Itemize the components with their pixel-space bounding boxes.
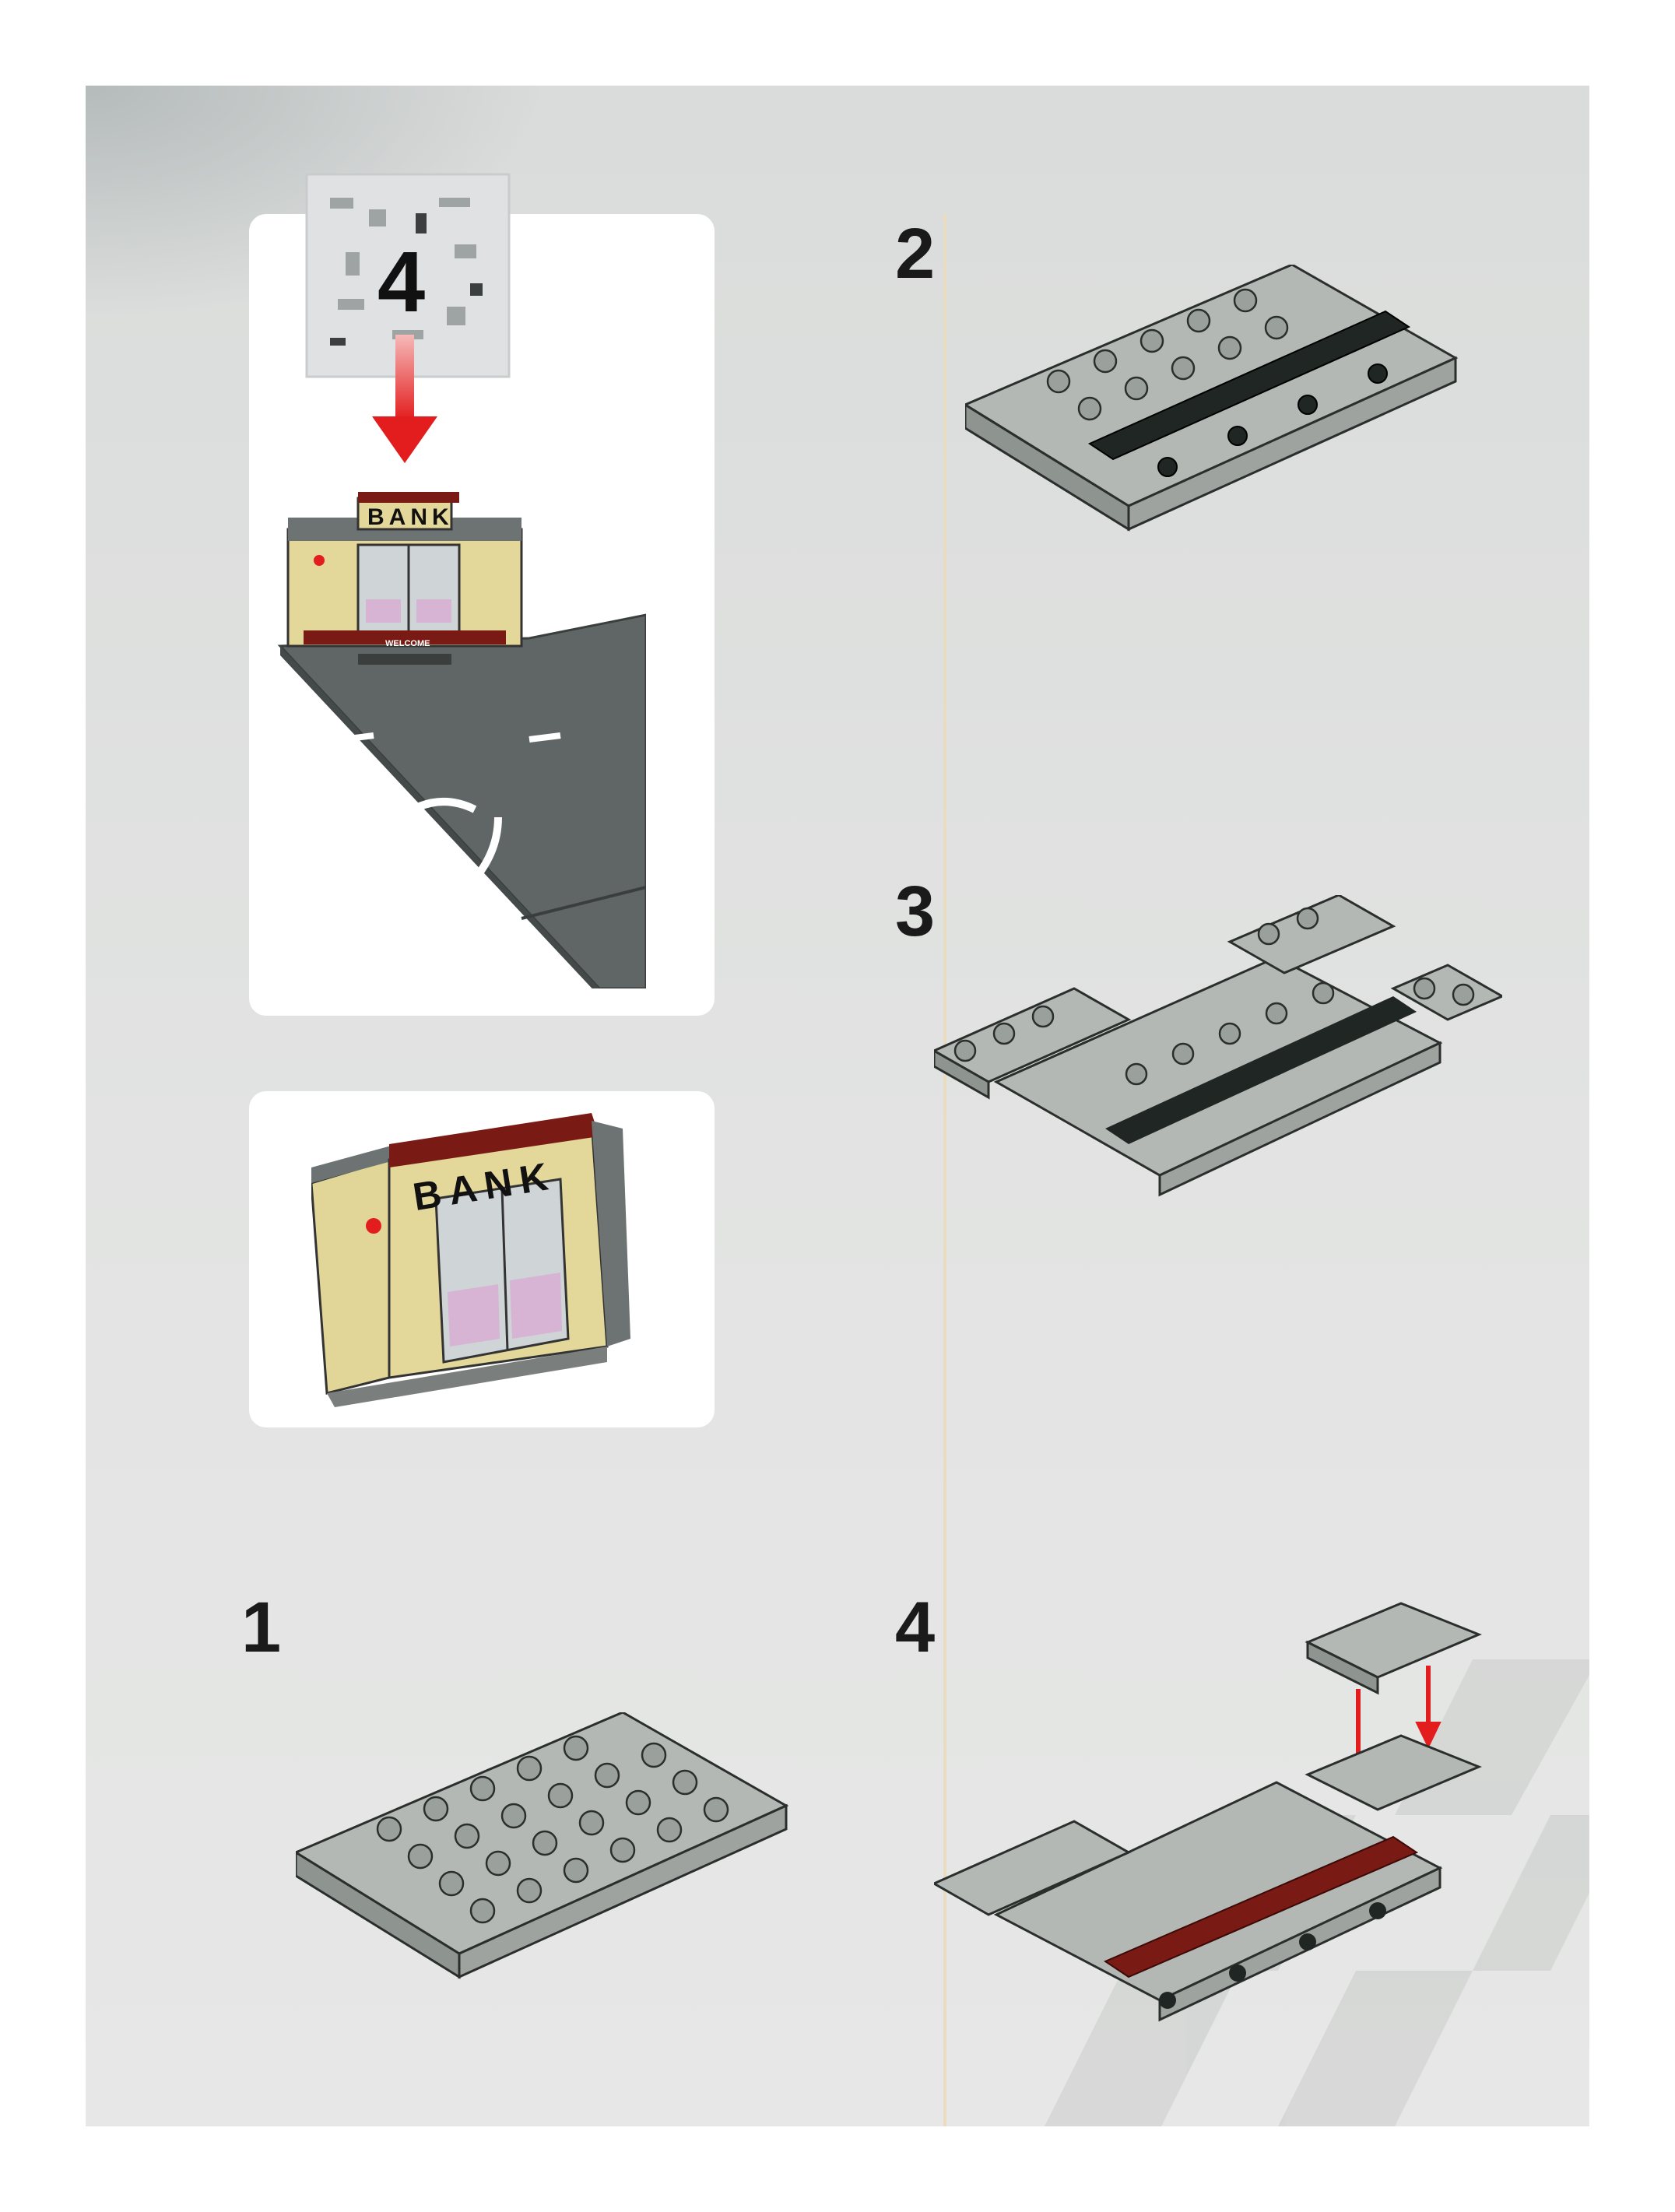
- step-number-3: 3: [895, 872, 936, 951]
- bag-number: 4: [377, 234, 426, 330]
- step-number-2: 2: [895, 214, 936, 293]
- step-number-1: 1: [241, 1588, 282, 1667]
- road-baseplate-with-bank: [277, 492, 646, 988]
- welcome-mat-text: WELCOME: [385, 639, 430, 648]
- step-number-4: 4: [895, 1588, 936, 1667]
- instruction-page: 4 BANK WELCOME: [86, 86, 1589, 2126]
- step-1-plate: [296, 1712, 789, 1979]
- step-3-assembly: [934, 895, 1502, 1197]
- column-divider: [943, 214, 946, 2126]
- red-down-arrow: [372, 335, 437, 463]
- finished-bank-front: [311, 1113, 630, 1407]
- step-4-assembly: [934, 1602, 1482, 2022]
- bank-sign-text-small: BANK: [367, 504, 454, 530]
- checker-background: [1045, 1659, 1589, 2126]
- step-2-plate: [965, 265, 1459, 532]
